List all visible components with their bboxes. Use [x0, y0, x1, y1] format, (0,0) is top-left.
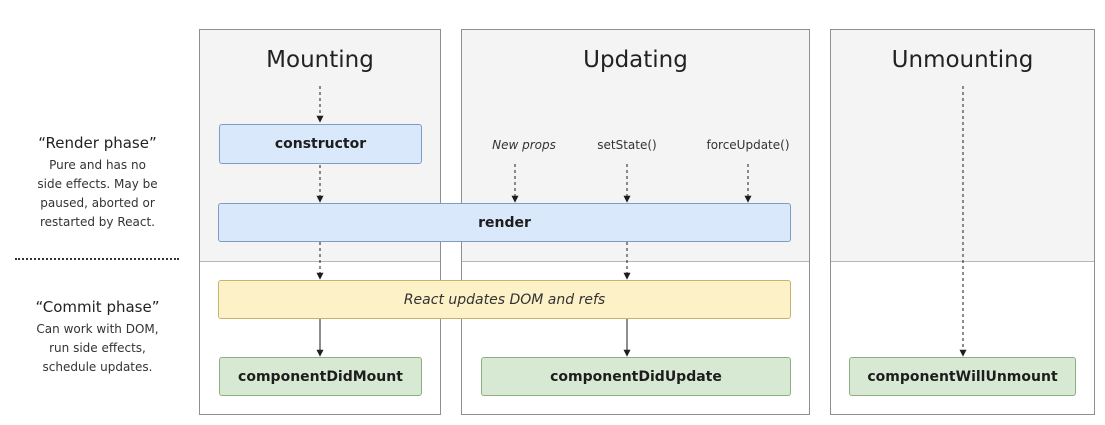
- commit-phase-title: “Commit phase”: [35, 298, 160, 316]
- phase-divider: [15, 258, 179, 260]
- render-phase-description: Pure and has no side effects. May be pau…: [37, 158, 158, 229]
- render-box: render: [218, 203, 791, 242]
- render-phase-label: “Render phase” Pure and has no side effe…: [15, 134, 180, 232]
- updating-title: Updating: [583, 47, 688, 73]
- component-did-mount-box: componentDidMount: [219, 357, 422, 396]
- unmounting-column: Unmounting: [830, 29, 1095, 415]
- render-phase-title: “Render phase”: [38, 134, 157, 152]
- new-props-label: New props: [492, 138, 556, 152]
- react-updates-dom-box: React updates DOM and refs: [218, 280, 791, 319]
- commit-phase-description: Can work with DOM, run side effects, sch…: [36, 322, 159, 374]
- constructor-box: constructor: [219, 124, 422, 164]
- commit-phase-label: “Commit phase” Can work with DOM, run si…: [15, 298, 180, 377]
- component-did-update-box: componentDidUpdate: [481, 357, 791, 396]
- force-update-label: forceUpdate(): [706, 138, 790, 152]
- set-state-label: setState(): [597, 138, 657, 152]
- mounting-title: Mounting: [266, 47, 374, 73]
- unmounting-title: Unmounting: [891, 47, 1034, 73]
- component-will-unmount-box: componentWillUnmount: [849, 357, 1076, 396]
